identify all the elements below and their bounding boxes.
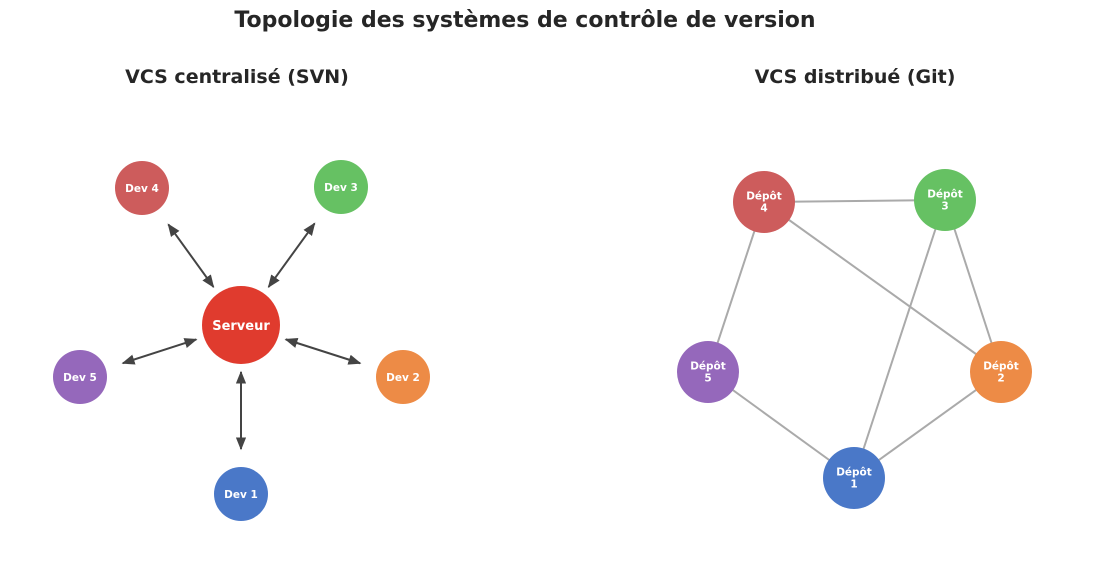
node-serveur [202, 286, 280, 364]
node-depot-5 [677, 341, 739, 403]
node-label-dev-1: Dev 1 [224, 489, 258, 501]
sync-arrow-serveur-dev-3 [267, 222, 316, 288]
node-label-dev-3: Dev 3 [324, 182, 358, 194]
node-dev-4 [115, 161, 169, 215]
node-dev-1 [214, 467, 268, 521]
node-dev-2 [376, 350, 430, 404]
left-panel-title: VCS centralisé (SVN) [125, 66, 349, 88]
node-depot-4 [733, 171, 795, 233]
figure-title: Topologie des systèmes de contrôle de ve… [234, 8, 816, 33]
sync-arrow-serveur-dev-2 [284, 337, 362, 365]
right-panel-title: VCS distribué (Git) [754, 66, 956, 88]
node-label-dev-4: Dev 4 [125, 183, 159, 195]
node-label-dev-5: Dev 5 [63, 372, 97, 384]
node-dev-3 [314, 160, 368, 214]
node-depot-3 [914, 169, 976, 231]
sync-arrow-serveur-dev-4 [167, 223, 215, 288]
sync-arrow-serveur-dev-5 [121, 338, 198, 365]
peer-edge-depot-3-depot-1 [853, 199, 946, 479]
node-label-serveur: Serveur [212, 319, 270, 334]
node-depot-2 [970, 341, 1032, 403]
node-dev-5 [53, 350, 107, 404]
node-depot-1 [823, 447, 885, 509]
node-label-dev-2: Dev 2 [386, 372, 420, 384]
peer-edge-depot-4-depot-2 [763, 201, 1002, 373]
